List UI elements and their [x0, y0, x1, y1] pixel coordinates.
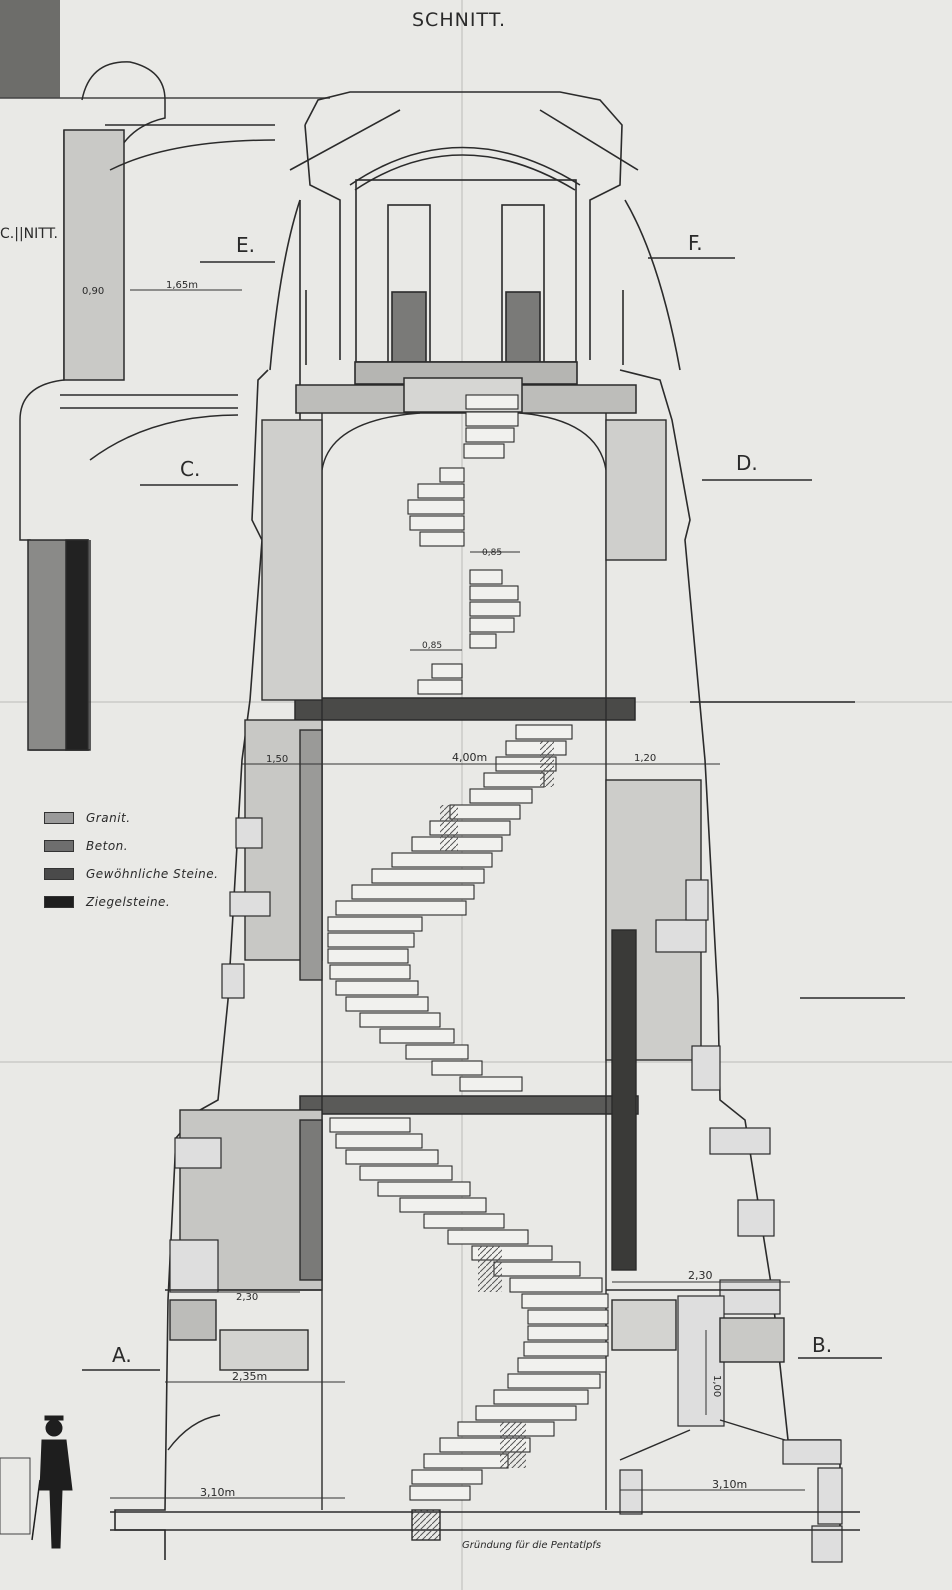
- masonry-blocks: [169, 817, 843, 1563]
- drawing-title: SCHNITT.: [412, 9, 506, 31]
- material-legend: Granit. Beton. Gewöhnliche Steine. Ziege…: [44, 804, 244, 916]
- section-mark-f: F.: [688, 231, 703, 255]
- legend-item-brick: Ziegelsteine.: [44, 888, 244, 916]
- legend-item-concrete: Beton.: [44, 832, 244, 860]
- stair-nosing-hatch: [440, 741, 554, 1468]
- section-mark-d: D.: [736, 451, 758, 475]
- section-mark-a: A.: [112, 1343, 132, 1367]
- legend-swatch: [44, 840, 74, 852]
- dimension-lines: [110, 289, 805, 1499]
- dimension-2-30-right: 2,30: [688, 1269, 713, 1282]
- side-section-title: C.||NITT.: [0, 226, 58, 242]
- legend-label: Granit.: [86, 811, 131, 825]
- section-mark-c: C.: [180, 457, 200, 481]
- section-mark-b: B.: [812, 1333, 832, 1357]
- dimension-3-10-right: 3,10m: [712, 1478, 747, 1491]
- legend-swatch: [44, 812, 74, 824]
- legend-swatch: [44, 868, 74, 880]
- dimension-1-20: 1,20: [634, 753, 656, 764]
- legend-item-granite: Granit.: [44, 804, 244, 832]
- legend-item-common-stone: Gewöhnliche Steine.: [44, 860, 244, 888]
- legend-swatch: [44, 896, 74, 908]
- dimension-0-90: 0,90: [82, 286, 104, 297]
- inner-walls: [179, 412, 702, 1510]
- corner-fragment: [0, 0, 60, 98]
- legend-label: Beton.: [86, 839, 129, 853]
- legend-label: Ziegelsteine.: [86, 895, 171, 909]
- dimension-2-35: 2,35m: [232, 1370, 267, 1383]
- dimension-0-85-bottom: 0,85: [422, 641, 442, 651]
- legend-label: Gewöhnliche Steine.: [86, 867, 219, 881]
- stair-steps: [327, 394, 609, 1501]
- dimension-4-00: 4,00m: [452, 751, 487, 764]
- dimension-0-85-top: 0,85: [482, 548, 502, 558]
- scale-figure: [31, 1415, 73, 1549]
- section-mark-lines: [82, 257, 905, 1371]
- foundation-note: Gründung für die Pentatlpfs: [462, 1540, 601, 1551]
- dimension-2-30-left: 2,30: [236, 1292, 258, 1303]
- dimension-1-50: 1,50: [266, 754, 288, 765]
- left-partial-section: [19, 61, 276, 751]
- dimension-1-00: 1,00: [711, 1375, 722, 1397]
- dimension-3-10-left: 3,10m: [200, 1486, 235, 1499]
- section-mark-e: E.: [236, 233, 255, 257]
- dimension-1-65: 1,65m: [166, 280, 198, 291]
- foundation: [110, 1289, 860, 1541]
